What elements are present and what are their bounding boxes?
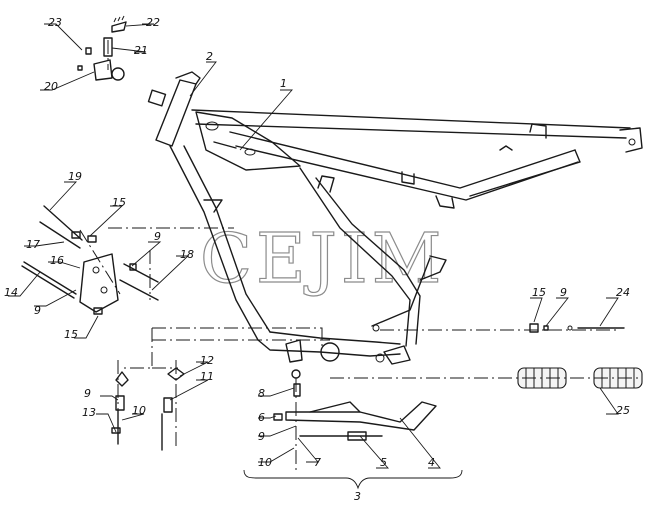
parts-20-23 (77, 15, 127, 81)
main-frame (147, 71, 643, 365)
callout-labels: 1 2 3 4 5 6 7 8 9 9 9 9 9 10 10 11 12 13… (4, 16, 630, 503)
callout-24: 24 (616, 286, 630, 299)
parts-14-19 (21, 205, 159, 315)
callout-15-bracket: 15 (112, 196, 126, 209)
footrest-bar (529, 323, 625, 333)
callout-18: 18 (180, 248, 194, 261)
callout-1: 1 (280, 77, 287, 90)
callout-10-footrest: 10 (132, 404, 146, 417)
group-bracket (243, 469, 463, 490)
callout-3: 3 (354, 490, 361, 503)
callout-21: 21 (134, 44, 148, 57)
callout-16: 16 (50, 254, 64, 267)
callout-11: 11 (200, 370, 214, 383)
callout-17: 17 (26, 238, 40, 251)
callout-8: 8 (258, 387, 265, 400)
callout-12: 12 (200, 354, 214, 367)
parts-9-13 (111, 367, 185, 451)
callout-14: 14 (4, 286, 18, 299)
callout-2: 2 (206, 50, 213, 63)
callout-7: 7 (314, 456, 321, 469)
callout-9-right: 9 (560, 286, 567, 299)
callout-22: 22 (146, 16, 160, 29)
callout-25: 25 (616, 404, 630, 417)
callout-9-bracket: 9 (154, 230, 161, 243)
callout-4: 4 (428, 456, 435, 469)
callout-10-stand: 10 (258, 456, 272, 469)
callout-6: 6 (258, 411, 265, 424)
callout-9-footrest: 9 (84, 387, 91, 400)
callout-19: 19 (68, 170, 82, 183)
callout-20: 20 (44, 80, 58, 93)
callout-9-stand: 9 (258, 430, 265, 443)
callout-15-left: 15 (64, 328, 78, 341)
callout-15-right: 15 (532, 286, 546, 299)
callout-23: 23 (48, 16, 62, 29)
leader-lines (8, 23, 619, 469)
callout-5: 5 (380, 456, 387, 469)
side-stand-assembly (273, 369, 437, 441)
connection-lines (79, 40, 640, 470)
callout-13: 13 (82, 406, 96, 419)
callout-9-left: 9 (34, 304, 41, 317)
watermark: CEJIM (200, 220, 445, 299)
